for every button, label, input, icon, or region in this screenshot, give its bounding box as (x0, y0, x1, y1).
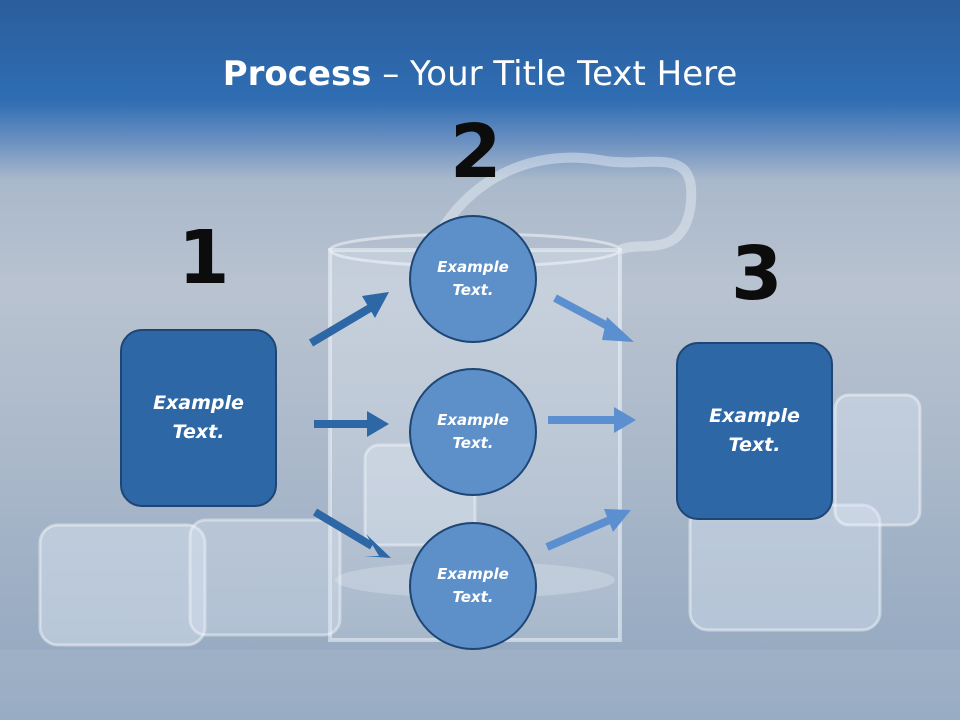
title-rest: – Your Title Text Here (371, 54, 738, 94)
arrow-1-to-top (308, 292, 389, 347)
step-2-circle-bottom: Example Text. (409, 522, 537, 650)
slide-title: Process – Your Title Text Here (0, 52, 960, 96)
step-3-number: 3 (731, 231, 783, 317)
step-2-circle-top: Example Text. (409, 215, 537, 343)
arrow-middle-to-3 (548, 407, 636, 433)
step-2-number: 2 (450, 109, 502, 195)
step-2-circle-middle: Example Text. (409, 368, 537, 496)
step-1-label: Example Text. (153, 392, 244, 443)
step-2-circle-bottom-label: Example Text. (437, 565, 509, 606)
title-bold: Process (222, 54, 372, 94)
arrow-1-to-bottom (312, 508, 391, 558)
arrow-1-to-middle (314, 411, 389, 437)
step-1-box: Example Text. (120, 329, 277, 507)
step-3-label: Example Text. (709, 405, 800, 456)
step-1-number: 1 (178, 215, 230, 301)
step-3-box: Example Text. (676, 342, 833, 520)
step-2-circle-top-label: Example Text. (437, 258, 509, 299)
arrow-top-to-3 (553, 294, 634, 342)
arrow-bottom-to-3 (545, 509, 631, 551)
step-2-circle-middle-label: Example Text. (437, 411, 509, 452)
